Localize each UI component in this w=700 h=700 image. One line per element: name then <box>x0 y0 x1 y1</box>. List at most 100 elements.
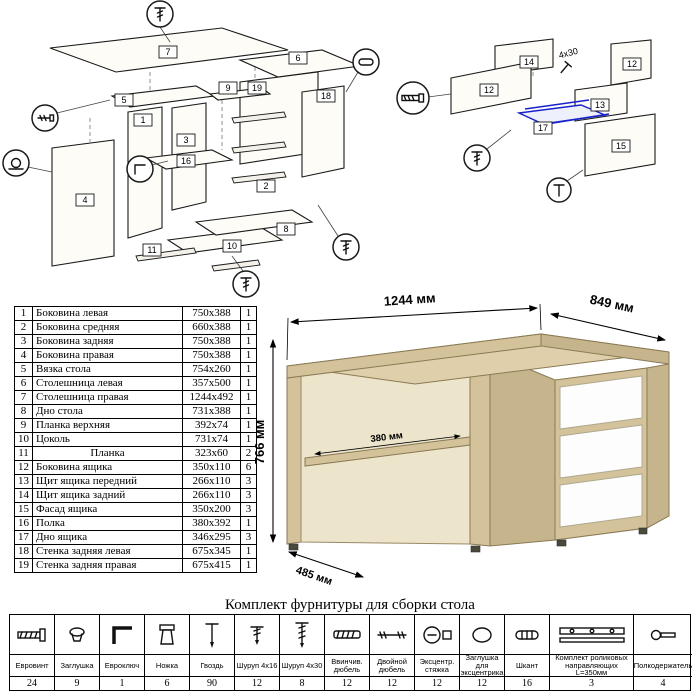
hardware-item-qty: 3 <box>589 678 594 689</box>
part-size: 750x388 <box>182 306 241 321</box>
part-label-text: 17 <box>538 123 548 133</box>
fastener-callout <box>396 81 452 115</box>
part-label: 9 <box>218 81 238 95</box>
fastener-callout <box>2 149 53 177</box>
fastener-callout <box>463 129 512 172</box>
fastener-callout <box>146 0 174 43</box>
part-size: 750x388 <box>182 334 241 349</box>
part-name: Столешница правая <box>32 390 183 405</box>
hex-key-icon <box>100 615 144 655</box>
part-label: 7 <box>158 45 178 59</box>
part-label-text: 15 <box>616 141 626 151</box>
part-number: 5 <box>14 362 33 377</box>
part-number: 8 <box>14 404 33 419</box>
hardware-item-name: Евроключ <box>100 655 144 677</box>
hardware-item-name: Полкодержатель <box>634 655 692 677</box>
part-name: Планка <box>32 446 183 461</box>
part-name: Цоколь <box>32 432 183 447</box>
shelf-pin-icon <box>634 615 692 655</box>
hardware-item: Гвоздь 90 <box>190 615 235 690</box>
part-number: 4 <box>14 348 33 363</box>
screw-size-text: 4x30 <box>557 46 578 61</box>
part-label-text: 7 <box>165 47 170 57</box>
part-number: 1 <box>14 306 33 321</box>
screw-4x16-icon <box>235 615 279 655</box>
wood-dowel-icon <box>505 615 549 655</box>
part-number: 11 <box>14 446 33 461</box>
hardware-item-qty: 12 <box>252 678 262 689</box>
hardware-item: Шуруп 4x30 8 <box>280 615 325 690</box>
drawer-slides-icon <box>550 615 633 655</box>
part-label: 3 <box>176 133 196 147</box>
part-label: 19 <box>247 81 267 95</box>
cam-lock-icon <box>415 615 459 655</box>
part-label-text: 14 <box>524 57 534 67</box>
part-name: Стенка задняя правая <box>32 558 183 573</box>
drawer-bottom-17 <box>516 99 610 125</box>
part-size: 750x388 <box>182 348 241 363</box>
confirmat-screw-icon <box>10 615 54 655</box>
part-label: 17 <box>533 121 553 135</box>
desk-feet <box>288 527 648 553</box>
screw-icon <box>471 151 483 166</box>
part-label: 14 <box>519 55 539 69</box>
part-label-text: 9 <box>225 83 230 93</box>
part-name: Фасад ящика <box>32 502 183 517</box>
part-size: 731x74 <box>182 432 241 447</box>
desk-right-side-panel <box>646 363 670 529</box>
screw-size-note: 4x30 <box>557 46 579 74</box>
fastener-callout <box>345 48 380 93</box>
hardware-item: Комплект роликовых направляющих L=350мм … <box>550 615 634 690</box>
part-name: Боковина задняя <box>32 334 183 349</box>
part-size: 266x110 <box>182 488 241 503</box>
part-number: 17 <box>14 530 33 545</box>
part-number: 18 <box>14 544 33 559</box>
part-rail-11 <box>135 247 261 272</box>
part-name: Стенка задняя левая <box>32 544 183 559</box>
hardware-item-name: Комплект роликовых направляющих L=350мм <box>550 653 633 677</box>
dimension-depth: 849 мм <box>549 292 667 342</box>
hardware-item-qty: 12 <box>477 678 487 689</box>
part-size: 1244x492 <box>182 390 241 405</box>
part-size: 660x388 <box>182 320 241 335</box>
fastener-callout <box>231 255 260 298</box>
exploded-view-drawer-diagram: 14 12 12 13 17 15 4x30 <box>396 38 656 203</box>
part-label-text: 12 <box>627 59 637 69</box>
part-number: 9 <box>14 418 33 433</box>
hardware-item-name: Шуруп 4x30 <box>280 655 324 677</box>
hardware-item-name: Заглушка <box>55 655 99 677</box>
part-label: 1 <box>133 113 153 127</box>
part-size: 350x110 <box>182 460 241 475</box>
part-name: Щит ящика задний <box>32 488 183 503</box>
part-size: 675x415 <box>182 558 241 573</box>
drawer-cabinet-side <box>489 352 556 547</box>
hardware-item-name: Ввинчив. дюбель <box>325 655 369 677</box>
assembled-desk-render: 1244 мм 849 мм 766 мм 380 мм 485 мм <box>255 290 670 588</box>
exploded-view-desk-diagram: 7 6 19 18 5 3 16 2 9 10 8 4 1 11 <box>2 0 380 298</box>
hardware-item-name: Заглушка для эксцентрика <box>460 652 504 678</box>
dimension-foot-depth: 485 мм <box>287 551 365 588</box>
hardware-item: Шуруп 4x16 12 <box>235 615 280 690</box>
hardware-item-qty: 24 <box>27 678 37 689</box>
hardware-item-qty: 6 <box>164 678 170 689</box>
part-label: 4 <box>75 193 95 207</box>
part-size: 323x60 <box>182 446 241 461</box>
part-number: 16 <box>14 516 33 531</box>
drawer-front-1 <box>559 375 643 430</box>
part-number: 10 <box>14 432 33 447</box>
dimension-height: 766 мм <box>255 338 277 544</box>
part-bottom-8 <box>194 209 314 236</box>
screw-icon <box>560 60 572 74</box>
hardware-item: Заглушка для эксцентрика 12 <box>460 615 505 690</box>
